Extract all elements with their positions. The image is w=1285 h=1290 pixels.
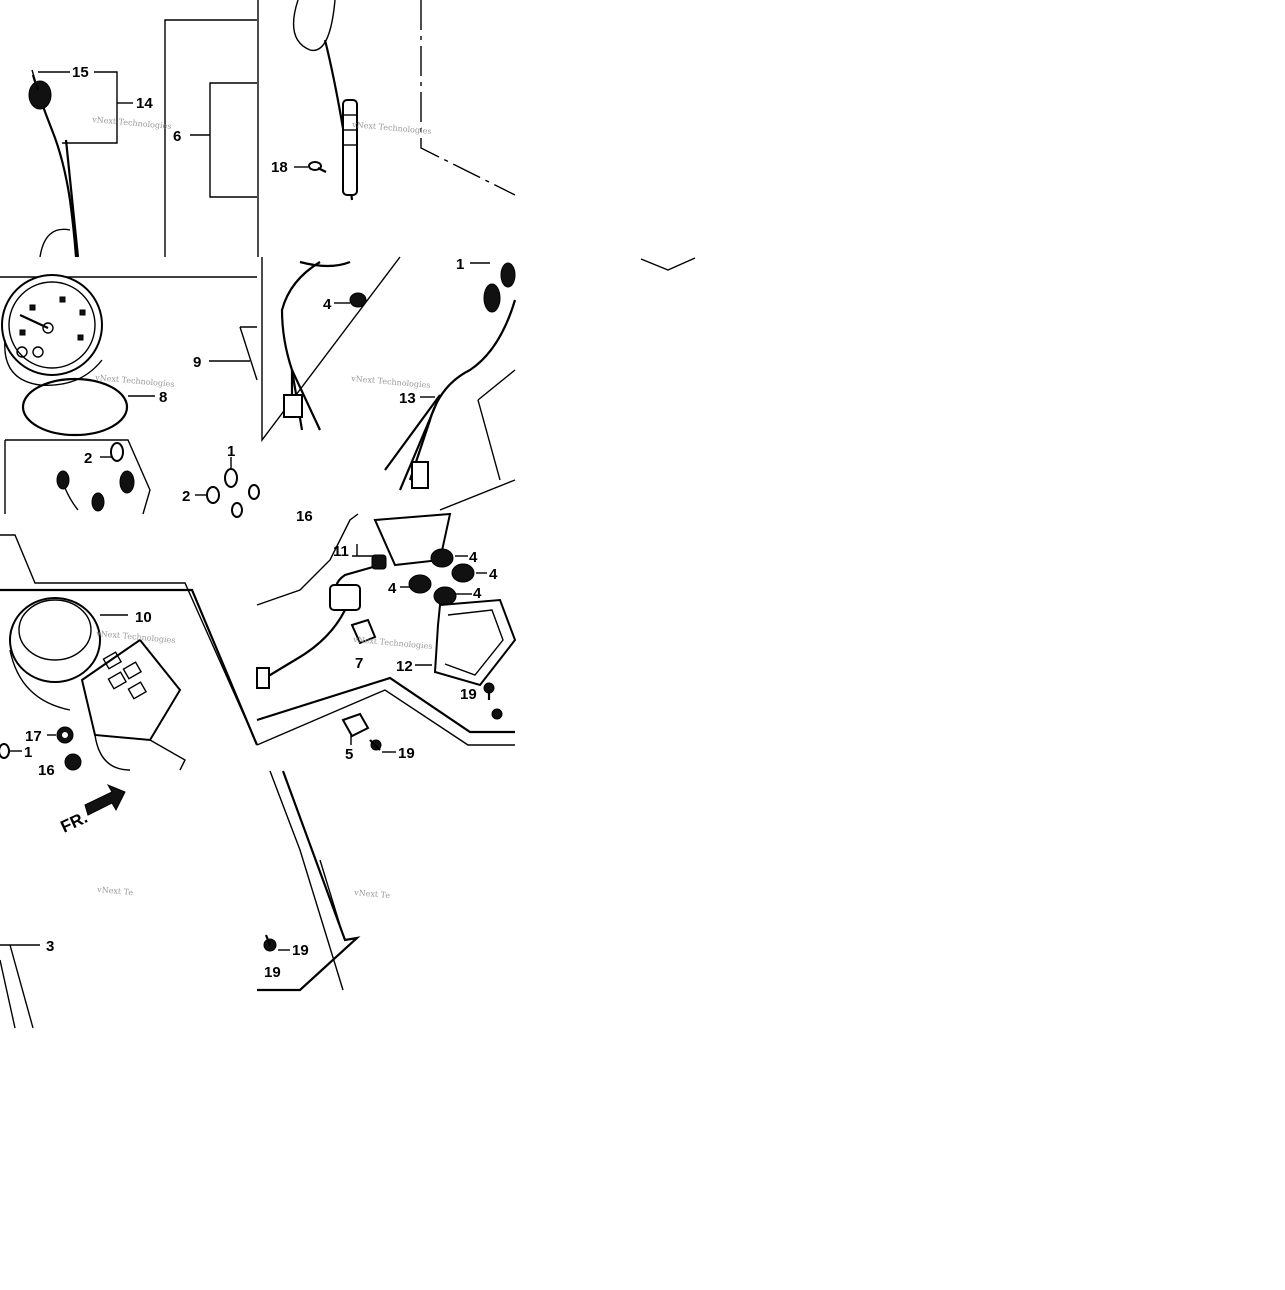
- watermark-partial: vNext Te: [353, 888, 391, 900]
- callout-1a: 1: [227, 443, 235, 460]
- tile-6: [261, 256, 517, 511]
- frame-double: [0, 588, 259, 746]
- connector-b: [411, 461, 429, 489]
- harness-out: [261, 609, 346, 681]
- cable-nut: [28, 80, 52, 110]
- watermark: vNext Technologies: [351, 120, 432, 136]
- frame-line: [164, 19, 257, 257]
- fragment-mark: [640, 257, 696, 271]
- callout-6: 6: [173, 128, 181, 145]
- grommet-4d: [408, 574, 432, 594]
- bracket-6: [209, 82, 257, 198]
- frame-bottom: [256, 676, 515, 734]
- bulb-2b: [206, 486, 220, 504]
- grommet-4e: [433, 586, 457, 606]
- sensor-block: [329, 584, 361, 611]
- bracket-11: [352, 544, 373, 557]
- socket-c: [119, 470, 135, 494]
- callout-16b: 16: [38, 762, 55, 779]
- grommet-4a: [349, 292, 367, 308]
- callout-4e: 4: [473, 585, 482, 602]
- cable-loop: [39, 228, 71, 258]
- callout-4b: 4: [469, 549, 478, 566]
- callout-4a: 4: [323, 296, 332, 313]
- callout-4c: 4: [489, 566, 498, 583]
- grommet-4c: [451, 563, 475, 583]
- watermark-partial: vNext Te: [96, 885, 134, 897]
- callout-10: 10: [135, 609, 152, 626]
- front-marker: FR.: [58, 808, 91, 837]
- tile-5: [0, 274, 260, 518]
- cable-boot: [342, 99, 358, 196]
- callout-2a: 2: [84, 450, 92, 467]
- watermark: vNext Technologies: [94, 373, 175, 389]
- callout-1b: 1: [456, 256, 464, 273]
- connector-a: [283, 394, 303, 418]
- clamp-5: [341, 712, 370, 738]
- callout-15: 15: [72, 64, 89, 81]
- tacho-cup-10: [9, 597, 101, 683]
- grommet-4b: [430, 548, 454, 568]
- callout-layer: 15 14 6 18 9 8 2 1 2 1 4 13 16 11 4 4 4 …: [24, 64, 498, 981]
- callout-2b: 2: [182, 488, 190, 505]
- speedo-needle: [19, 314, 49, 329]
- callout-14: 14: [136, 95, 153, 112]
- callout-19c: 19: [292, 942, 309, 959]
- socket-a: [56, 470, 70, 490]
- nut-16: [64, 753, 82, 771]
- callout-12: 12: [396, 658, 413, 675]
- socket-b: [91, 492, 105, 512]
- cover-12: [433, 598, 517, 687]
- callout-16a: 16: [296, 508, 313, 525]
- callout-4d: 4: [388, 580, 397, 597]
- clip-7: [350, 618, 377, 645]
- tile-14: [257, 770, 361, 992]
- watermark: vNext Technologies: [352, 635, 433, 651]
- callout-3: 3: [46, 938, 54, 955]
- bracket-14: [62, 71, 118, 144]
- tile-2: [257, 0, 516, 257]
- tile-9: [0, 534, 259, 771]
- tile-1: [28, 19, 257, 258]
- harness-wire-a: [280, 261, 321, 400]
- callout-17: 17: [25, 728, 42, 745]
- tacho-cable-loop: [292, 0, 336, 52]
- bulb-1a: [224, 468, 238, 488]
- fr-arrow: [84, 783, 126, 816]
- watermark-layer: vNext Technologies vNext Technologies vN…: [91, 115, 433, 900]
- watermark: vNext Technologies: [350, 374, 431, 390]
- frame-left: [261, 256, 401, 443]
- tile-10: [256, 512, 517, 753]
- callout-5: 5: [345, 746, 353, 763]
- callout-19b: 19: [398, 745, 415, 762]
- callout-1c: 1: [24, 744, 32, 761]
- harness-wire-b: [408, 299, 517, 481]
- callout-13: 13: [399, 390, 416, 407]
- watermark: vNext Technologies: [91, 115, 172, 131]
- callout-19a: 19: [460, 686, 477, 703]
- callout-9: 9: [193, 354, 201, 371]
- frame-dash: [420, 0, 516, 196]
- callout-18: 18: [271, 159, 288, 176]
- callout-19d: 19: [264, 964, 281, 981]
- harness-top: [299, 260, 351, 268]
- ring-8: [21, 377, 129, 437]
- frame-lower: [257, 770, 361, 992]
- tile-13: [0, 783, 126, 1029]
- cable-sheath: [64, 139, 80, 258]
- callout-8: 8: [159, 389, 167, 406]
- callout-7: 7: [355, 655, 363, 672]
- bulb-box: [5, 439, 151, 515]
- bulb-2a: [110, 442, 124, 462]
- bulb-1c: [0, 743, 10, 759]
- callout-11: 11: [333, 543, 349, 560]
